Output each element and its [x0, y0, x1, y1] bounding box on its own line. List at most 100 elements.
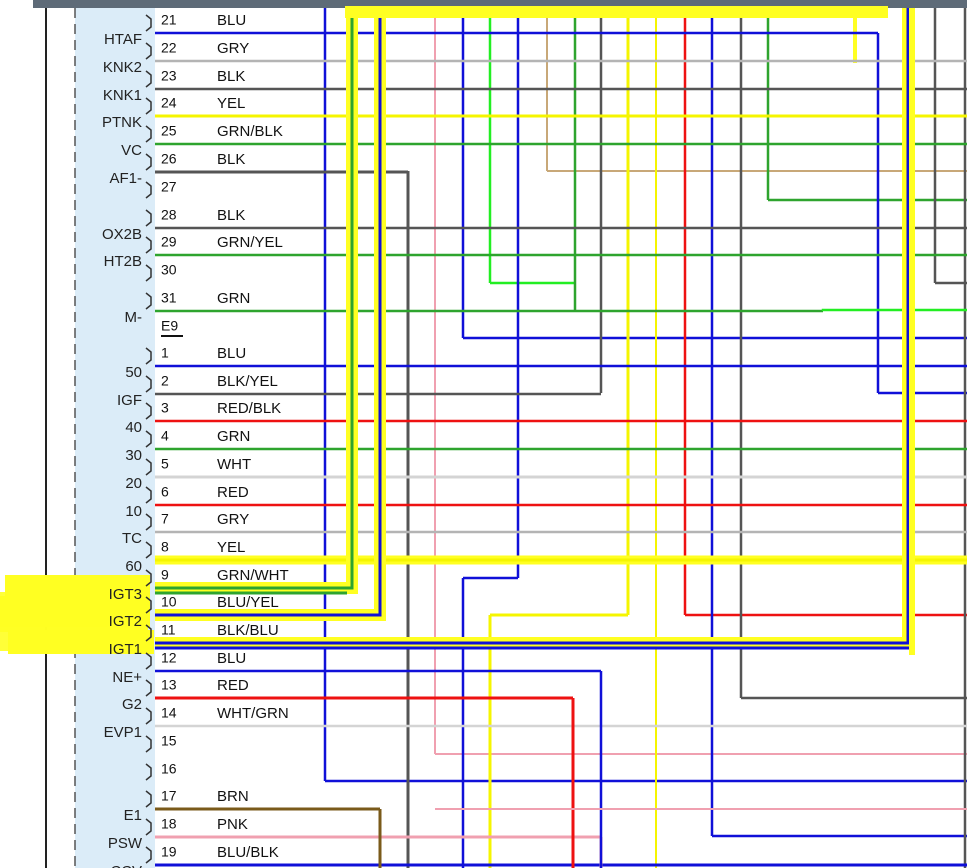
pin-number: 13 — [161, 677, 177, 693]
pin-terminal-bracket — [145, 679, 152, 697]
pin-label: 10 — [125, 503, 142, 520]
wire-color-label: BLK/YEL — [217, 373, 278, 390]
pin-terminal-bracket — [145, 735, 152, 753]
wire-color-label: BLU — [217, 650, 246, 667]
highlight-mark — [0, 596, 150, 627]
pin-label: 40 — [125, 419, 142, 436]
wire-color-label: GRN — [217, 428, 250, 445]
pin-label: AF1- — [109, 170, 142, 187]
pin-number: 26 — [161, 151, 177, 167]
wire-color-label: WHT — [217, 456, 251, 473]
pin-number: 16 — [161, 761, 177, 777]
pin-label: PSW — [108, 835, 143, 852]
pin-number: 25 — [161, 123, 177, 139]
pin-label: 30 — [125, 447, 142, 464]
pin-label: KNK2 — [103, 59, 142, 76]
pin-label: 20 — [125, 475, 142, 492]
pin-number: 30 — [161, 262, 177, 278]
wire-ignition — [155, 8, 354, 590]
wire-color-label: PNK — [217, 816, 248, 833]
pin-number: 2 — [161, 373, 169, 389]
pin-terminal-bracket — [145, 264, 152, 282]
pin-terminal-bracket — [145, 458, 152, 476]
pin-number: 1 — [161, 345, 169, 361]
pin-number: 21 — [161, 12, 177, 28]
wire-color-label: BLU — [217, 345, 246, 362]
pin-terminal-bracket — [145, 790, 152, 808]
pin-label: M- — [125, 309, 143, 326]
wire-color-label: BLU/YEL — [217, 594, 279, 611]
pin-number: 15 — [161, 733, 177, 749]
pin-number: 14 — [161, 705, 177, 721]
pin-number: 6 — [161, 484, 169, 500]
pin-number: 5 — [161, 456, 169, 472]
pin-label: TC — [122, 530, 142, 547]
pin-terminal-bracket — [145, 181, 152, 199]
pin-number: 12 — [161, 650, 177, 666]
wire-jog-grn — [821, 308, 967, 312]
pin-terminal-bracket — [145, 402, 152, 420]
pin-terminal-bracket — [145, 375, 152, 393]
wire-color-label: BLK — [217, 68, 245, 85]
wire-color-label: BLK — [217, 151, 245, 168]
pin-label: 50 — [125, 364, 142, 381]
pin-label: IGF — [117, 392, 142, 409]
top-bar — [33, 0, 967, 8]
highlight-mark — [8, 630, 154, 654]
wire-color-label: GRN/WHT — [217, 567, 289, 584]
pin-number: 17 — [161, 788, 177, 804]
pin-terminal-bracket — [145, 292, 152, 310]
pin-terminal-bracket — [145, 236, 152, 254]
pin-number: 27 — [161, 179, 177, 195]
wire-color-label: BLU — [217, 12, 246, 29]
pin-label: 60 — [125, 558, 142, 575]
pin-number: 19 — [161, 844, 177, 860]
wire-color-label: RED — [217, 677, 249, 694]
pin-terminal-bracket — [145, 541, 152, 559]
wire-color-label: GRN/YEL — [217, 234, 283, 251]
pin-label: OX2B — [102, 226, 142, 243]
pin-label: IGT1 — [109, 641, 142, 658]
wire-color-label: YEL — [217, 539, 245, 556]
pin-number: 23 — [161, 68, 177, 84]
wire-color-label: GRY — [217, 40, 249, 57]
pin-terminal-bracket — [145, 430, 152, 448]
pin-number: 3 — [161, 400, 169, 416]
pin-label: VC — [121, 142, 142, 159]
wire-color-label: GRN/BLK — [217, 123, 283, 140]
pin-terminal-bracket — [145, 596, 152, 614]
pin-number: 18 — [161, 816, 177, 832]
wire-color-label: GRY — [217, 511, 249, 528]
pin-terminal-bracket — [145, 513, 152, 531]
pin-terminal-bracket — [145, 97, 152, 115]
pin-label: IGT2 — [109, 613, 142, 630]
pin-number: 28 — [161, 207, 177, 223]
wire-color-label: YEL — [217, 95, 245, 112]
pin-number: 31 — [161, 290, 177, 306]
pin-terminal-bracket — [145, 347, 152, 365]
pin-terminal-bracket — [145, 763, 152, 781]
pin-terminal-bracket — [145, 818, 152, 836]
pin-number: 7 — [161, 511, 169, 527]
pin-label: PTNK — [102, 114, 142, 131]
wire-color-label: BLK/BLU — [217, 622, 279, 639]
pin-label: G2 — [122, 696, 142, 713]
pin-label: HTAF — [104, 31, 142, 48]
pin-number: 8 — [161, 539, 169, 555]
pin-label: NE+ — [112, 669, 142, 686]
pin-label: IGT3 — [109, 586, 142, 603]
pin-terminal-bracket — [145, 153, 152, 171]
pin-terminal-bracket — [145, 707, 152, 725]
pin-terminal-bracket — [145, 125, 152, 143]
wire-color-label: RED — [217, 484, 249, 501]
pin-terminal-bracket — [145, 42, 152, 60]
pin-terminal-bracket — [145, 624, 152, 642]
pin-number: 29 — [161, 234, 177, 250]
wire-color-label: BRN — [217, 788, 249, 805]
connector-panel — [75, 8, 155, 868]
pin-number: 10 — [161, 594, 177, 610]
pin-terminal-bracket — [145, 70, 152, 88]
wire-ignition — [155, 8, 382, 617]
wire-color-label: GRN — [217, 290, 250, 307]
